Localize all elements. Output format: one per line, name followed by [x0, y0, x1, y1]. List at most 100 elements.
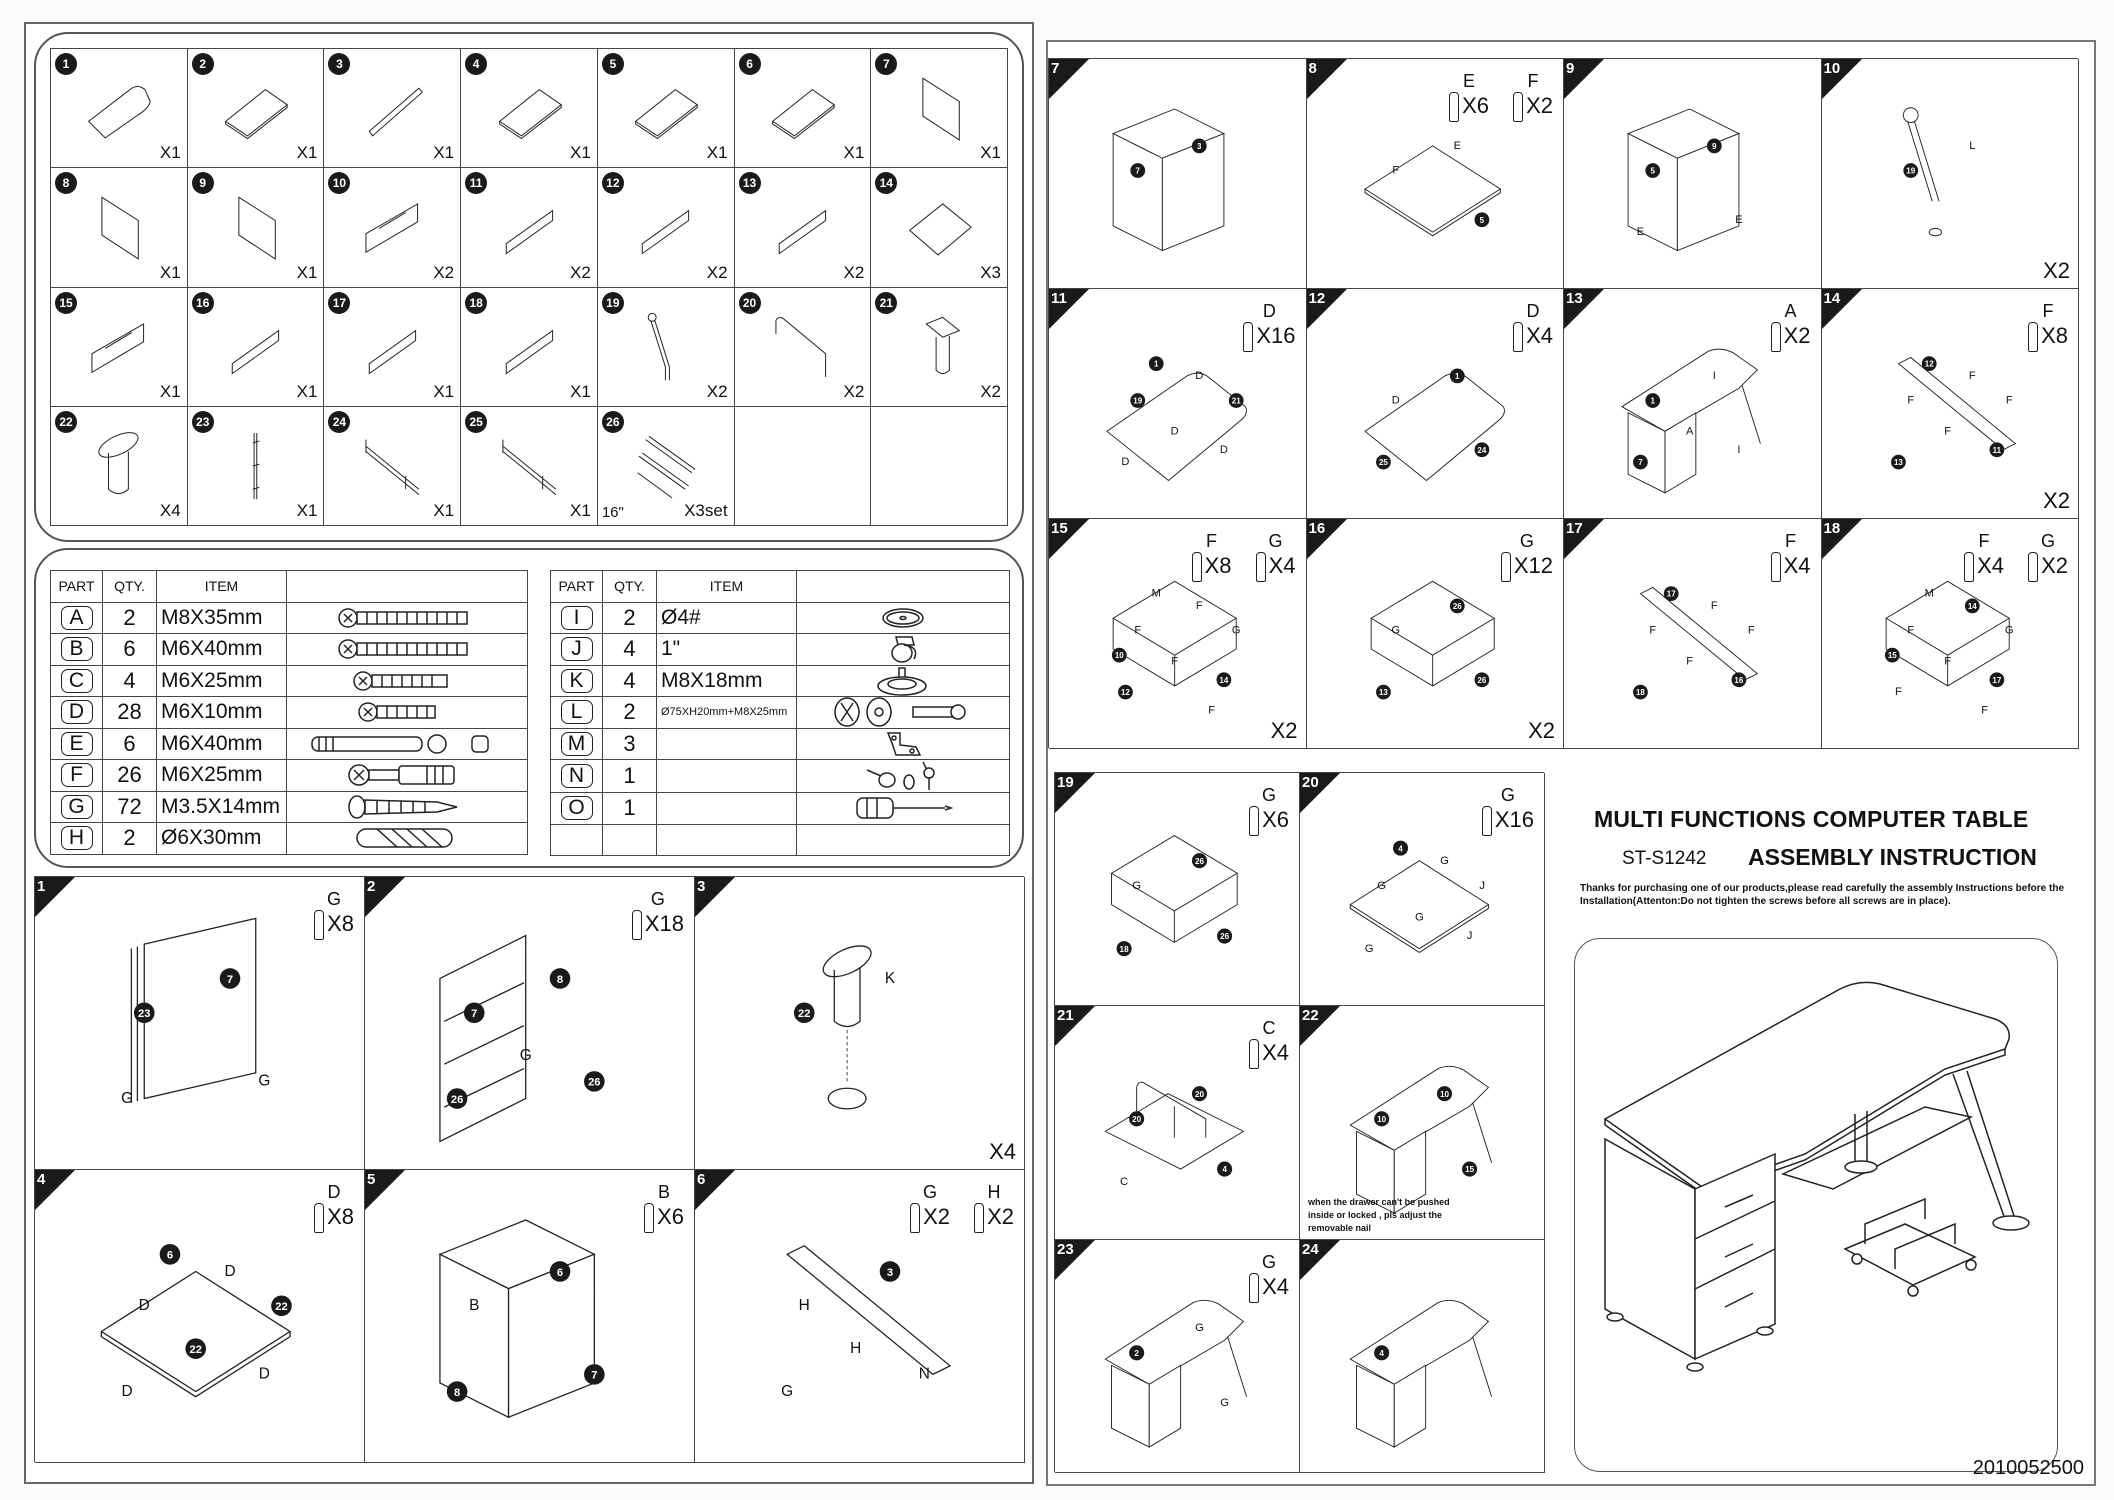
screw-icon [314, 910, 325, 940]
header-qty: QTY. [102, 570, 157, 603]
hardware-quantity: 2 [102, 822, 157, 855]
product-illustration-frame [1574, 938, 2058, 1472]
callout-circle [1217, 1161, 1233, 1177]
hardware-illustration-cell [286, 790, 528, 823]
part-callout-bubble: 7 [584, 1364, 605, 1385]
step-number: 15 [1051, 520, 1068, 537]
part-number-badge: 13 [738, 172, 761, 195]
step-number-tab [695, 1170, 735, 1210]
hardware-quantity: X8 [2041, 322, 2068, 348]
hardware-letter-label: F [1208, 705, 1215, 717]
callout-circle [1129, 1344, 1145, 1361]
part-illustration [622, 75, 709, 141]
step-repeat-count: X2 [2043, 258, 2070, 283]
callout-text: 22 [275, 1301, 287, 1313]
hardware-letter-label: D [1220, 444, 1228, 456]
document-subtitle: ASSEMBLY INSTRUCTION [1748, 844, 2037, 870]
part-drawing [637, 435, 696, 499]
screw-icon [1500, 552, 1511, 582]
step-number-tab [35, 1170, 75, 1210]
hardware-quantity: X2 [923, 1203, 950, 1229]
callout-circle [1989, 672, 2004, 688]
hardware-part-letter: F [60, 763, 93, 788]
part-illustration [896, 314, 983, 380]
hardware-item-spec: Ø75XH20mm+M8X25mm [656, 696, 797, 729]
hardware-quantity: 3 [602, 727, 657, 760]
callout-circle [1474, 672, 1489, 688]
lock-key-icon [801, 760, 1005, 792]
callout-circle [1449, 368, 1465, 384]
part-drawing [908, 203, 972, 256]
callout-text: 25 [1378, 458, 1387, 467]
callout-text: 3 [887, 1267, 893, 1279]
part-callout-bubble: 15 [1884, 647, 1900, 663]
hardware-part-letter: E [60, 731, 93, 756]
hardware-letter-label: F [1907, 395, 1914, 407]
hardware-quantity: X4 [1783, 552, 1811, 578]
callout-circle [1989, 442, 2004, 458]
header-part: PART [50, 570, 103, 603]
hardware-part-cell: G [50, 790, 103, 823]
part-number-badge: 15 [55, 291, 77, 314]
hardware-letter-label: M [1924, 588, 1933, 600]
part-illustration [349, 194, 436, 260]
callout-circle [1191, 1086, 1208, 1102]
hardware-quantity: X2 [1526, 92, 1553, 118]
part-quantity: X1 [980, 143, 1001, 163]
hardware-part-letter: J [560, 637, 593, 662]
screw-icon [1964, 552, 1975, 582]
callout-circle [1216, 672, 1232, 688]
step-number: 7 [1051, 60, 1060, 77]
step-number: 6 [697, 1171, 706, 1188]
hardware-illustration-cell [286, 601, 528, 634]
callout-text: 8 [454, 1387, 460, 1399]
part-illustration [486, 433, 573, 499]
part-cell-empty [871, 406, 1008, 526]
empty-cell [656, 823, 797, 856]
hardware-item-spec: M6X25mm [156, 664, 287, 697]
part-quantity: X1 [433, 501, 455, 520]
part-callout-bubble: 3 [1191, 138, 1207, 154]
screw-icon [1770, 322, 1781, 352]
step-number: 5 [367, 1171, 376, 1188]
step-number-tab [695, 877, 735, 917]
callout-text: 17 [1667, 590, 1676, 599]
callout-text: D [1195, 370, 1203, 382]
step-number-tab [1300, 1239, 1340, 1280]
hardware-quantity: 2 [102, 601, 157, 634]
caster-icon [801, 635, 1005, 663]
hardware-part-letter: H [60, 826, 93, 851]
hardware-quantity: 4 [602, 664, 657, 697]
screw-icon [1243, 322, 1254, 352]
hardware-letter-label: F [2005, 395, 2012, 407]
hardware-letter: E [1463, 71, 1476, 91]
step-number: 1 [37, 878, 46, 895]
hardware-part-letter: G [60, 794, 93, 819]
empty-cell [796, 823, 1010, 856]
callout-text: 8 [557, 974, 563, 986]
hardware-part-cell: E [50, 727, 103, 760]
part-drawing [365, 439, 420, 495]
screw-icon [1249, 806, 1260, 836]
hardware-letter-label: B [469, 1297, 479, 1314]
